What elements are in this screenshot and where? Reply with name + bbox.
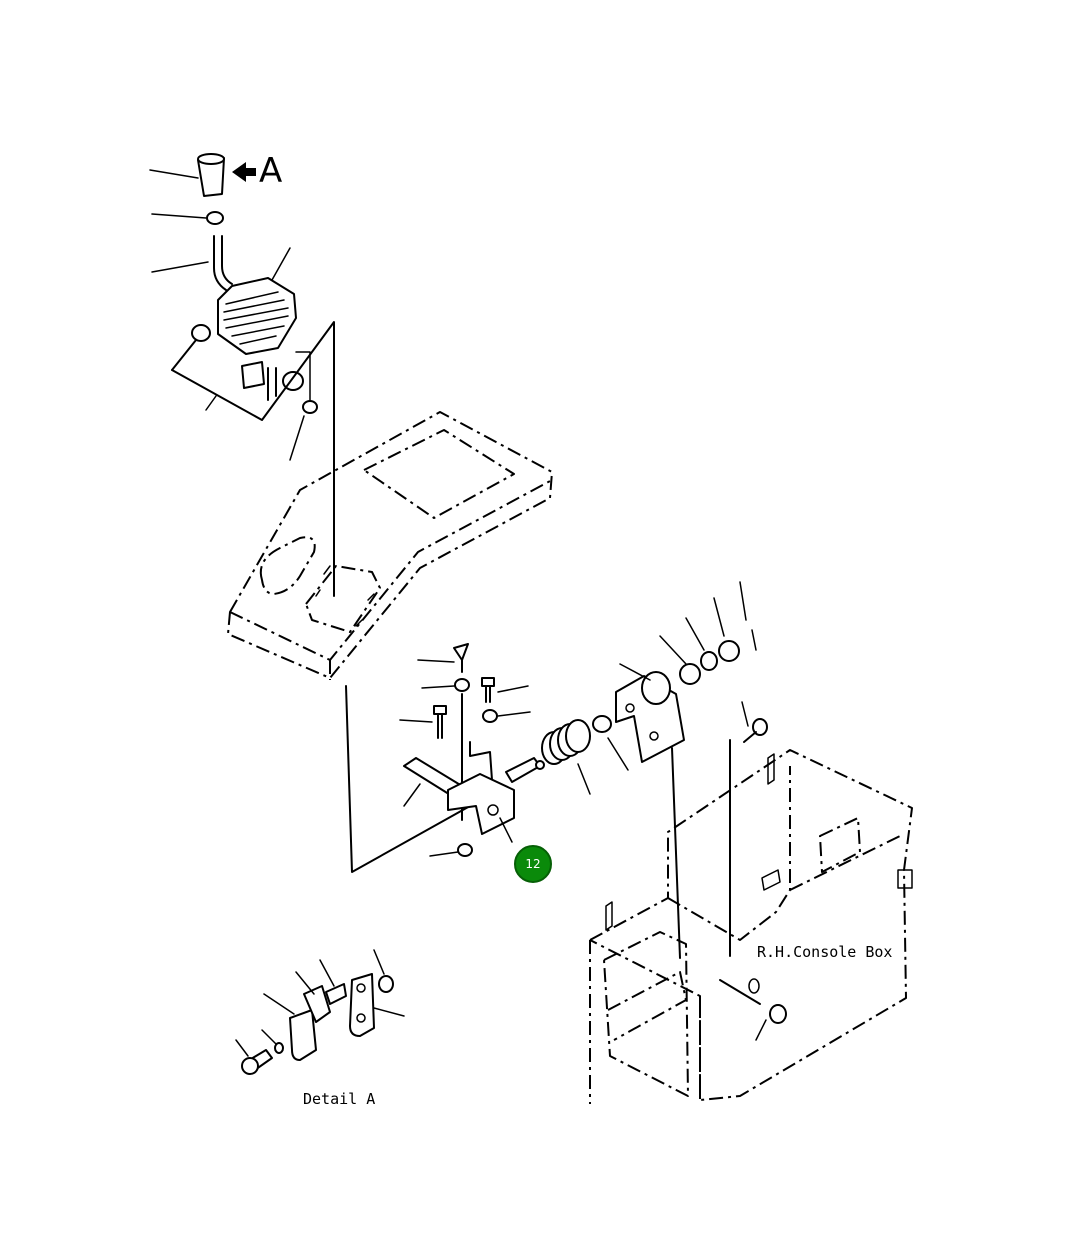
washer-1 [454,678,470,692]
nut-bottom [457,843,473,857]
bushing-center [592,715,612,733]
view-arrow-icon [232,162,256,182]
lever-nut-lower [302,400,318,414]
detail-clamp-right [349,973,375,1037]
screw-top [453,643,469,661]
bushing-left [191,324,211,342]
detail-clamp-left [289,1009,317,1061]
washer-3 [718,640,740,662]
console-box-label: R.H.Console Box [757,943,892,961]
spring [541,719,591,765]
view-marker-label: A [259,151,282,191]
detail-a-label: Detail A [303,1090,375,1108]
detail-plate [303,985,331,1023]
console-box: R.H.Console Box [589,749,913,1104]
lever-bracket [447,773,515,835]
svg-text:12: 12 [525,857,540,871]
detail-nut [378,975,394,993]
lever-assembly: A [149,151,335,597]
linkage-assembly [399,581,768,959]
washer-2 [700,651,718,671]
bolt-2 [433,705,447,715]
detail-a: Detail A [235,949,405,1108]
lever-nut [206,211,224,225]
callout-12-button[interactable]: 12 [514,845,552,883]
console-cover [227,411,553,873]
nut-1 [482,709,498,723]
shaft [505,757,541,783]
pivot-bushing [641,671,671,705]
lever-rod [213,235,237,297]
bolt-1 [481,677,495,687]
